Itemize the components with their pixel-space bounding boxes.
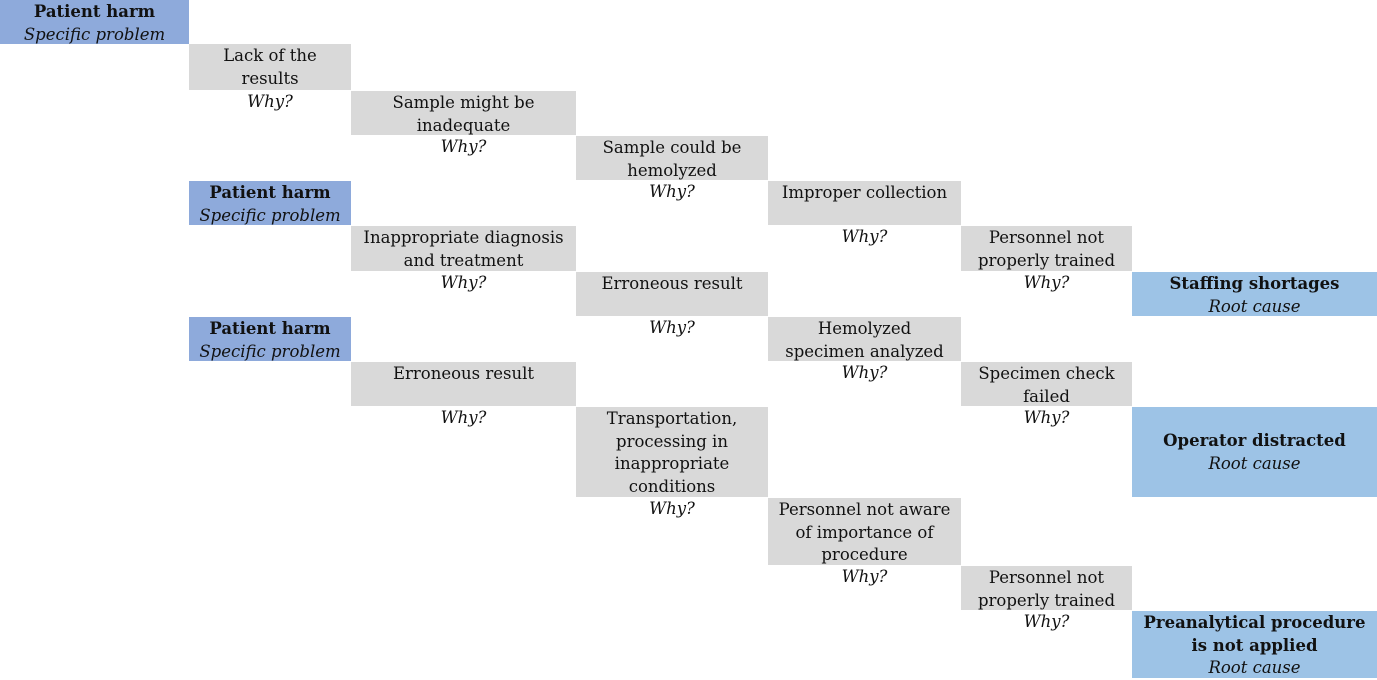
step-line: Personnel not aware bbox=[778, 500, 951, 519]
why-label: Why? bbox=[649, 182, 695, 201]
step-line: Improper collection bbox=[781, 183, 948, 202]
step-line: inappropriate bbox=[614, 454, 730, 473]
chain2-step3: Hemolyzed specimen analyzed bbox=[768, 317, 961, 361]
step-line: properly trained bbox=[977, 250, 1116, 270]
chain1-step4: Improper collection bbox=[768, 181, 961, 225]
chain1-step5: Personnel not properly trained bbox=[961, 226, 1132, 271]
chain1-step2: Sample might be inadequate bbox=[351, 91, 576, 135]
step-line: conditions bbox=[628, 476, 716, 496]
root-title-line: Preanalytical procedure bbox=[1143, 613, 1366, 632]
root-subtitle: Root cause bbox=[1208, 296, 1301, 316]
step-line: specimen analyzed bbox=[785, 341, 944, 361]
chain3-step2: Transportation, processing in inappropri… bbox=[576, 407, 768, 497]
why-label: Why? bbox=[649, 499, 695, 518]
problem-title: Patient harm bbox=[33, 2, 156, 21]
step-line: Sample could be bbox=[602, 138, 742, 157]
chain3-step3: Personnel not aware of importance of pro… bbox=[768, 498, 961, 565]
step-line: procedure bbox=[821, 545, 908, 564]
chain2-step4: Specimen check failed bbox=[961, 362, 1132, 406]
root-subtitle: Root cause bbox=[1208, 658, 1301, 677]
step-line: Lack of the bbox=[223, 46, 317, 65]
step-line: Sample might be bbox=[392, 93, 535, 112]
chain2-step1: Inappropriate diagnosis and treatment bbox=[351, 226, 576, 271]
why-label: Why? bbox=[440, 273, 487, 292]
root-cause-box-2: Operator distracted Root cause bbox=[1132, 407, 1377, 497]
problem-box-2: Patient harm Specific problem bbox=[189, 181, 351, 225]
problem-title: Patient harm bbox=[209, 183, 331, 202]
chain1-step1: Lack of the results bbox=[189, 44, 351, 90]
why-label: Why? bbox=[440, 137, 487, 156]
chain3-step1: Erroneous result bbox=[351, 362, 576, 406]
step-line: Inappropriate diagnosis bbox=[363, 228, 564, 247]
problem-subtitle: Specific problem bbox=[199, 341, 341, 361]
why-label: Why? bbox=[1023, 408, 1070, 427]
step-line: Hemolyzed bbox=[817, 319, 912, 338]
step-line: Personnel not bbox=[988, 228, 1105, 247]
step-line: Transportation, bbox=[606, 409, 738, 428]
problem-subtitle: Specific problem bbox=[199, 205, 341, 225]
step-line: results bbox=[241, 68, 299, 88]
why-label: Why? bbox=[649, 318, 695, 337]
root-title-line: is not applied bbox=[1191, 635, 1318, 655]
step-line: processing in bbox=[616, 431, 728, 451]
root-subtitle: Root cause bbox=[1208, 453, 1301, 473]
root-cause-box-3: Preanalytical procedure is not applied R… bbox=[1132, 611, 1377, 678]
chain2-step2: Erroneous result bbox=[576, 272, 768, 316]
chain1-step3: Sample could be hemolyzed bbox=[576, 136, 768, 180]
problem-title: Patient harm bbox=[209, 319, 331, 338]
root-title: Staffing shortages bbox=[1169, 274, 1340, 293]
why-label: Why? bbox=[440, 408, 487, 427]
step-line: Personnel not bbox=[988, 568, 1105, 587]
step-line: of importance of bbox=[795, 522, 934, 542]
step-line: failed bbox=[1023, 386, 1070, 406]
problem-box-3: Patient harm Specific problem bbox=[189, 317, 351, 361]
why-label: Why? bbox=[247, 92, 293, 111]
problem-box-1: Patient harm Specific problem bbox=[0, 0, 189, 44]
root-title: Operator distracted bbox=[1163, 431, 1346, 450]
step-line: properly trained bbox=[977, 590, 1116, 610]
why-label: Why? bbox=[1023, 273, 1070, 292]
step-line: and treatment bbox=[403, 250, 524, 270]
why-label: Why? bbox=[841, 227, 888, 246]
step-line: Erroneous result bbox=[392, 364, 535, 383]
step-line: Erroneous result bbox=[601, 274, 743, 293]
why-label: Why? bbox=[841, 567, 888, 586]
why-label: Why? bbox=[841, 363, 888, 382]
step-line: Specimen check bbox=[978, 364, 1115, 383]
step-line: inadequate bbox=[416, 115, 511, 135]
why-label: Why? bbox=[1023, 612, 1070, 631]
step-line: hemolyzed bbox=[627, 160, 717, 180]
root-cause-box-1: Staffing shortages Root cause bbox=[1132, 272, 1377, 316]
problem-subtitle: Specific problem bbox=[23, 24, 166, 44]
chain3-step4: Personnel not properly trained bbox=[961, 566, 1132, 610]
